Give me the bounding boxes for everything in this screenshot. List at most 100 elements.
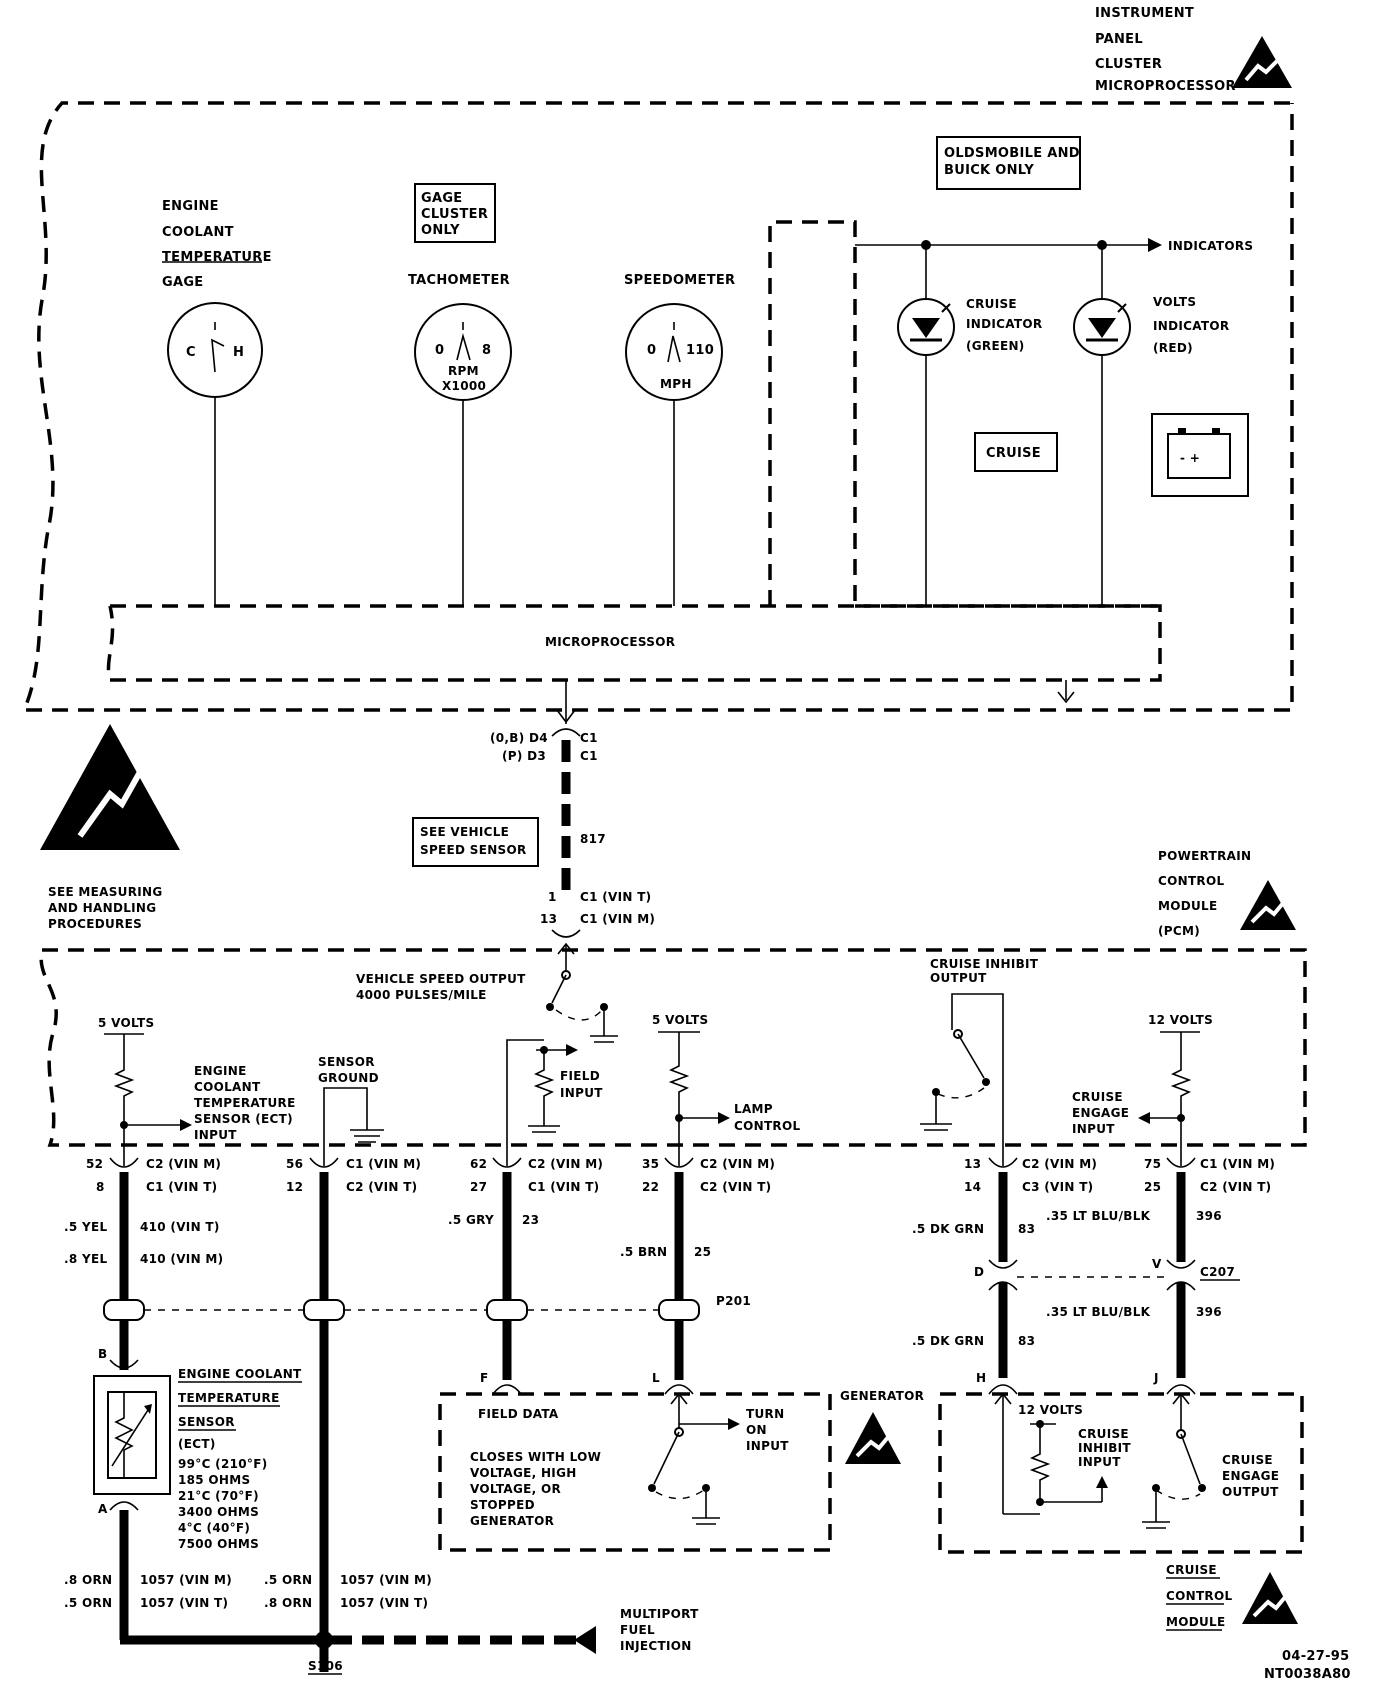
wire-eng-2-circuit: 396 — [1196, 1305, 1222, 1319]
tachometer-unit-1: RPM — [448, 364, 479, 378]
tachometer-gage: TACHOMETER 0 8 RPM X1000 — [408, 273, 512, 606]
wire-lamp: .5 BRN — [620, 1245, 667, 1259]
conn-v: V — [1152, 1257, 1162, 1271]
ipc-title-2: PANEL — [1095, 32, 1143, 47]
pcm-cruise-inhibit-2: OUTPUT — [930, 971, 987, 985]
wire-inh-circuit: 83 — [1018, 1222, 1035, 1236]
vss-note-1: SEE VEHICLE — [420, 825, 509, 839]
turn-on-1: TURN — [746, 1407, 784, 1421]
ect-gage: ENGINE COOLANT TEMPERATURE GAGE C H — [162, 199, 271, 606]
ect-sensor-label-2: TEMPERATURE — [178, 1391, 280, 1405]
ipc-title-1: INSTRUMENT — [1095, 6, 1194, 21]
esd-warning-icon — [1232, 36, 1292, 88]
vss-conn-pcm-1: 1 — [548, 890, 557, 904]
wire-inh-2: .5 DK GRN — [912, 1334, 984, 1348]
ccm-inhibit-3: INPUT — [1078, 1455, 1121, 1469]
esd-note-3: PROCEDURES — [48, 917, 142, 931]
cruise-indicator-label-2: INDICATOR — [966, 317, 1042, 331]
pin-gnd-cb: C2 (VIN T) — [346, 1180, 417, 1194]
pcm-ect-input-1: ENGINE — [194, 1064, 247, 1078]
microprocessor-block: MICROPROCESSOR — [106, 604, 1162, 704]
pin-fld-ca: C2 (VIN M) — [528, 1157, 603, 1171]
ect-spec-4: 3400 OHMS — [178, 1505, 259, 1519]
generator-title: GENERATOR — [840, 1389, 924, 1403]
vss-link: (0,B) D4 (P) D3 C1 C1 SEE VEHICLE SPEED … — [412, 680, 655, 938]
pin-gnd-ca: C1 (VIN M) — [346, 1157, 421, 1171]
wire-orn-3-circuit: 1057 (VIN M) — [340, 1573, 432, 1587]
pcm-ect-input-2: COOLANT — [194, 1080, 261, 1094]
generator-desc-5: GENERATOR — [470, 1514, 554, 1528]
pcm-field-input-2: INPUT — [560, 1086, 603, 1100]
pcm-esd-icon — [1240, 880, 1296, 930]
esd-note-1: SEE MEASURING — [48, 885, 163, 899]
pcm-5v-lamp-label: 5 VOLTS — [652, 1013, 708, 1027]
pcm-module: POWERTRAIN CONTROL MODULE (PCM) VEHICLE … — [39, 849, 1307, 1166]
pin-lamp-ca: C2 (VIN M) — [700, 1157, 775, 1171]
pin-ect-cb: C1 (VIN T) — [146, 1180, 217, 1194]
pcm-connector-cups — [109, 1157, 1196, 1168]
esd-note-2: AND HANDLING — [48, 901, 156, 915]
turn-on-2: ON — [746, 1423, 767, 1437]
vss-conn-pcm-c2: C1 (VIN M) — [580, 912, 655, 926]
gage-cluster-note-2: CLUSTER — [421, 207, 488, 222]
pcm-vso-2: 4000 PULSES/MILE — [356, 988, 487, 1002]
cruise-indicator-label-1: CRUISE — [966, 297, 1017, 311]
tachometer-unit-2: X1000 — [442, 379, 486, 393]
volts-indicator-label-1: VOLTS — [1153, 295, 1196, 309]
harness: 52 8 C2 (VIN M) C1 (VIN T) 56 12 C1 (VIN… — [64, 1157, 1275, 1672]
ccm-esd-icon — [1242, 1572, 1298, 1624]
pcm-12v-label: 12 VOLTS — [1148, 1013, 1213, 1027]
tachometer-high: 8 — [482, 343, 491, 358]
vss-conn-ipc-c2: C1 — [580, 749, 598, 763]
generator-esd-icon — [845, 1412, 901, 1464]
olds-note-2: BUICK ONLY — [944, 163, 1034, 178]
diagram-date: 04-27-95 — [1282, 1649, 1349, 1664]
wire-lamp-circuit: 25 — [694, 1245, 711, 1259]
olds-buick-note: OLDSMOBILE AND BUICK ONLY — [936, 136, 1081, 190]
microprocessor-label: MICROPROCESSOR — [545, 635, 675, 649]
ect-spec-6: 7500 OHMS — [178, 1537, 259, 1551]
pin-inh-cb: C3 (VIN T) — [1022, 1180, 1093, 1194]
wire-orn-4: .8 ORN — [264, 1596, 312, 1610]
pcm-title-4: (PCM) — [1158, 924, 1200, 938]
speedometer-gage: SPEEDOMETER 0 110 MPH — [624, 273, 735, 606]
ect-gage-low: C — [186, 345, 196, 360]
ect-gage-label-4: GAGE — [162, 275, 203, 290]
generator-desc-3: VOLTAGE, OR — [470, 1482, 561, 1496]
generator-desc-1: CLOSES WITH LOW — [470, 1450, 601, 1464]
conn-l: L — [652, 1371, 660, 1385]
pin-lamp-cb: C2 (VIN T) — [700, 1180, 771, 1194]
ect-gage-high: H — [233, 345, 244, 360]
ect-gage-label-2: COOLANT — [162, 225, 234, 240]
pin-fld-a: 62 — [470, 1157, 487, 1171]
ipc-title-4: MICROPROCESSOR — [1095, 79, 1236, 94]
ect-gage-label-1: ENGINE — [162, 199, 219, 214]
vss-conn-pcm-2: 13 — [540, 912, 557, 926]
volts-indicator-label-3: (RED) — [1153, 341, 1193, 355]
speedometer-low: 0 — [647, 343, 656, 358]
ccm-12v: 12 VOLTS — [1018, 1403, 1083, 1417]
ect-spec-1: 99°C (210°F) — [178, 1457, 268, 1471]
diagram-id: NT0038A80 — [1264, 1667, 1351, 1682]
conn-a: A — [98, 1502, 108, 1516]
mfi-2: FUEL — [620, 1623, 655, 1637]
pin-fld-b: 27 — [470, 1180, 487, 1194]
pin-inh-ca: C2 (VIN M) — [1022, 1157, 1097, 1171]
pin-lamp-a: 35 — [642, 1157, 659, 1171]
vss-conn-ipc-c1: C1 — [580, 731, 598, 745]
pcm-cruise-inhibit-1: CRUISE INHIBIT — [930, 957, 1039, 971]
wire-ect-2: .8 YEL — [64, 1252, 107, 1266]
vss-conn-pcm-c1: C1 (VIN T) — [580, 890, 651, 904]
wire-ect-1: .5 YEL — [64, 1220, 107, 1234]
pin-ect-ca: C2 (VIN M) — [146, 1157, 221, 1171]
p201-connector: P201 — [103, 1294, 751, 1321]
wire-eng-circuit: 396 — [1196, 1209, 1222, 1223]
wire-orn-1-circuit: 1057 (VIN M) — [140, 1573, 232, 1587]
mfi-1: MULTIPORT — [620, 1607, 699, 1621]
ect-sensor: ENGINE COOLANT TEMPERATURE SENSOR (ECT) … — [93, 1367, 302, 1640]
gage-cluster-note-3: ONLY — [421, 223, 460, 238]
pin-fld-cb: C1 (VIN T) — [528, 1180, 599, 1194]
vss-conn-ipc-2: (P) D3 — [502, 749, 546, 763]
wire-eng: .35 LT BLU/BLK — [1046, 1209, 1151, 1223]
